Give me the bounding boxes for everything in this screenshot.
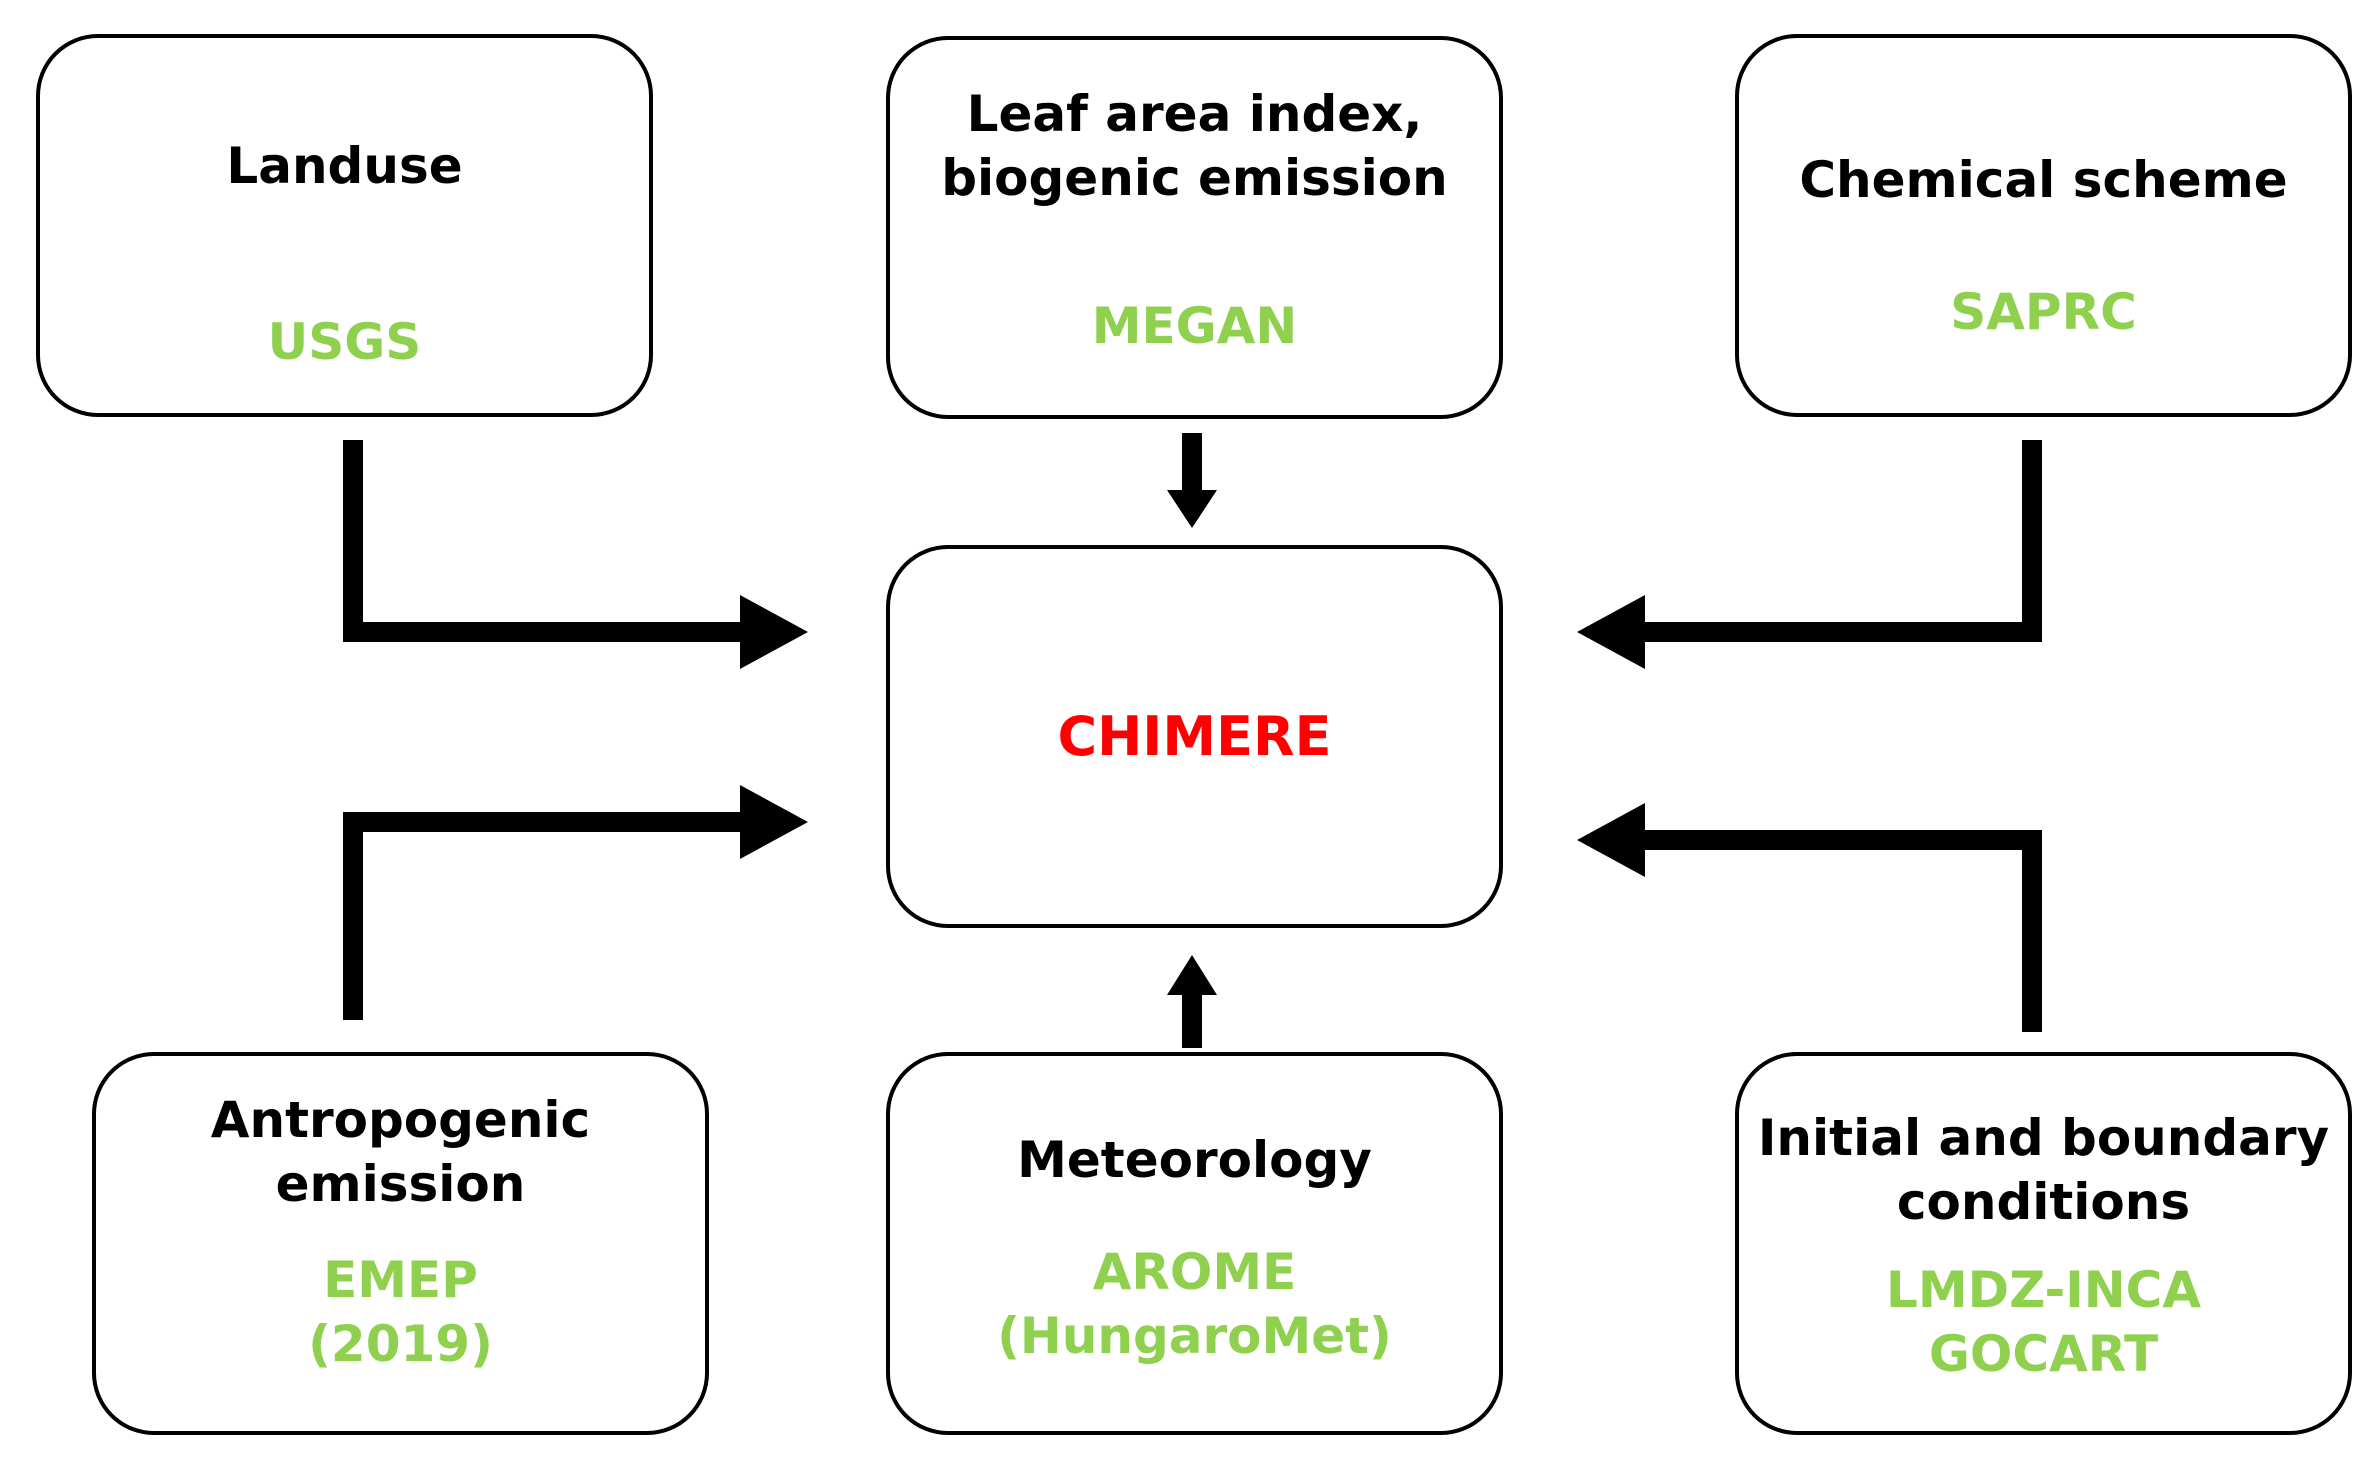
arrow-lai-to-chimere [1167,433,1217,528]
arrow-chemical-to-chimere [1577,440,2042,669]
landuse-model: USGS [267,313,422,371]
arrow-landuse-to-chimere [343,440,808,669]
arrow-meteorology-to-chimere [1167,955,1217,1048]
anthropogenic-model: EMEP (2019) [308,1251,493,1373]
anthropogenic-box: Antropogenic emission EMEP (2019) [92,1052,709,1435]
lai-model: MEGAN [1091,297,1298,355]
landuse-box: Landuse USGS [36,34,653,417]
lai-box: Leaf area index, biogenic emission MEGAN [886,36,1503,419]
chemical-scheme-model: SAPRC [1950,283,2137,341]
chimere-box: CHIMERE [886,545,1503,928]
anthropogenic-title: Antropogenic emission [210,1091,591,1213]
arrow-anthropogenic-to-chimere [343,785,808,1020]
meteorology-box: Meteorology AROME (HungaroMet) [886,1052,1503,1435]
chemical-scheme-box: Chemical scheme SAPRC [1735,34,2352,417]
lai-title: Leaf area index, biogenic emission [941,85,1448,207]
chimere-label: CHIMERE [1057,705,1332,768]
chemical-scheme-title: Chemical scheme [1799,151,2288,209]
landuse-title: Landuse [226,137,463,195]
meteorology-title: Meteorology [1017,1131,1372,1189]
boundary-conditions-box: Initial and boundary conditions LMDZ-INC… [1735,1052,2352,1435]
meteorology-model: AROME (HungaroMet) [997,1243,1392,1365]
arrow-boundary-to-chimere [1577,803,2042,1032]
boundary-conditions-title: Initial and boundary conditions [1757,1109,2330,1231]
boundary-conditions-model: LMDZ-INCA GOCART [1885,1261,2202,1383]
